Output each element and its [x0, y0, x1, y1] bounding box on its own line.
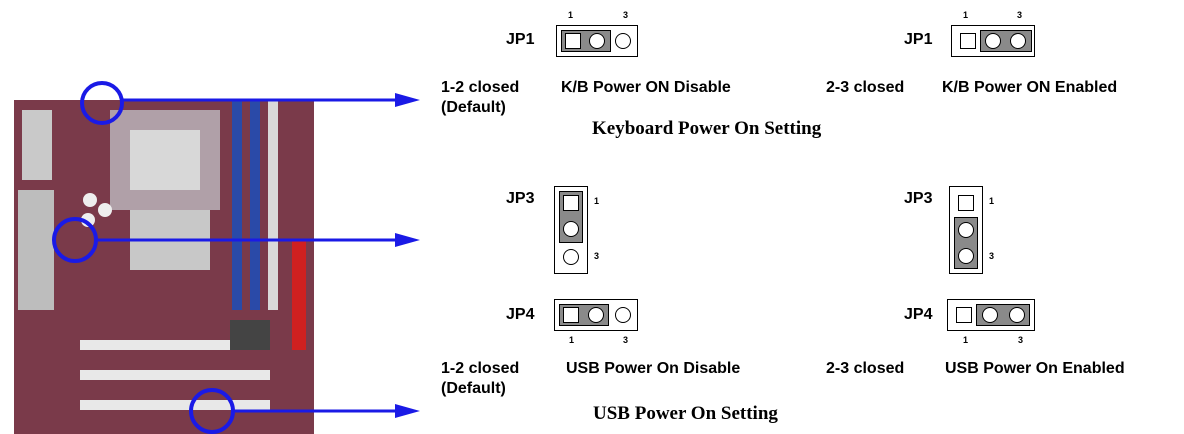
jp3-left-pin1-number: 1	[594, 196, 600, 206]
usb-right-desc: USB Power On Enabled	[945, 360, 1125, 377]
jp3-left-pin3-number: 3	[594, 251, 600, 261]
jp1-right-pin1-number: 1	[963, 10, 969, 20]
pin-3	[615, 33, 631, 49]
kb-left-state: 1-2 closed	[441, 79, 520, 96]
kb-right-desc: K/B Power ON Enabled	[942, 79, 1118, 96]
pin-2	[589, 33, 605, 49]
jp1-left-jumper	[556, 25, 638, 57]
jp4-left-jumper	[554, 299, 638, 331]
jp1-left-pin3-number: 3	[623, 10, 629, 20]
pin-2	[588, 307, 604, 323]
pin-1	[563, 307, 579, 323]
jp4-right-pin3-number: 3	[1018, 335, 1024, 345]
pin-1	[565, 33, 581, 49]
jp4-left-label: JP4	[506, 306, 535, 323]
usb-caption: USB Power On Setting	[593, 403, 778, 424]
jp4-left-pin1-number: 1	[569, 335, 575, 345]
keyboard-caption: Keyboard Power On Setting	[592, 118, 822, 139]
jp1-left-label: JP1	[506, 31, 535, 48]
pin-1	[956, 307, 972, 323]
jp1-right-label: JP1	[904, 31, 933, 48]
pin-3	[958, 248, 974, 264]
jp1-left-pin1-number: 1	[568, 10, 574, 20]
pin-1	[960, 33, 976, 49]
pin-1	[563, 195, 579, 211]
jp4-left-pin3-number: 3	[623, 335, 629, 345]
pin-2	[958, 222, 974, 238]
usb-left-default: (Default)	[441, 380, 506, 397]
jp1-location-circle	[80, 81, 124, 125]
pin-2	[985, 33, 1001, 49]
jp3-left-jumper	[554, 186, 588, 274]
usb-right-state: 2-3 closed	[826, 360, 905, 377]
pin-3	[563, 249, 579, 265]
usb-left-desc: USB Power On Disable	[566, 360, 741, 377]
jp4-right-label: JP4	[904, 306, 933, 323]
jp3-right-pin1-number: 1	[989, 196, 995, 206]
pin-3	[1009, 307, 1025, 323]
arrow-jp4-head	[395, 404, 420, 418]
pin-1	[958, 195, 974, 211]
arrow-jp3-head	[395, 233, 420, 247]
pin-3	[615, 307, 631, 323]
arrow-jp1-head	[395, 93, 420, 107]
pin-3	[1010, 33, 1026, 49]
jp3-left-label: JP3	[506, 190, 535, 207]
jp1-right-jumper	[951, 25, 1035, 57]
kb-left-desc: K/B Power ON Disable	[561, 79, 731, 96]
pin-2	[982, 307, 998, 323]
jp4-location-circle	[189, 388, 235, 434]
jp4-right-pin1-number: 1	[963, 335, 969, 345]
jp1-right-pin3-number: 3	[1017, 10, 1023, 20]
usb-left-state: 1-2 closed	[441, 360, 520, 377]
motherboard-image	[0, 90, 320, 434]
jp3-right-jumper	[949, 186, 983, 274]
jp3-location-circle	[52, 217, 98, 263]
kb-left-default: (Default)	[441, 99, 506, 116]
pin-2	[563, 221, 579, 237]
jp3-right-pin3-number: 3	[989, 251, 995, 261]
jp3-right-label: JP3	[904, 190, 933, 207]
kb-right-state: 2-3 closed	[826, 79, 905, 96]
jp4-right-jumper	[947, 299, 1035, 331]
